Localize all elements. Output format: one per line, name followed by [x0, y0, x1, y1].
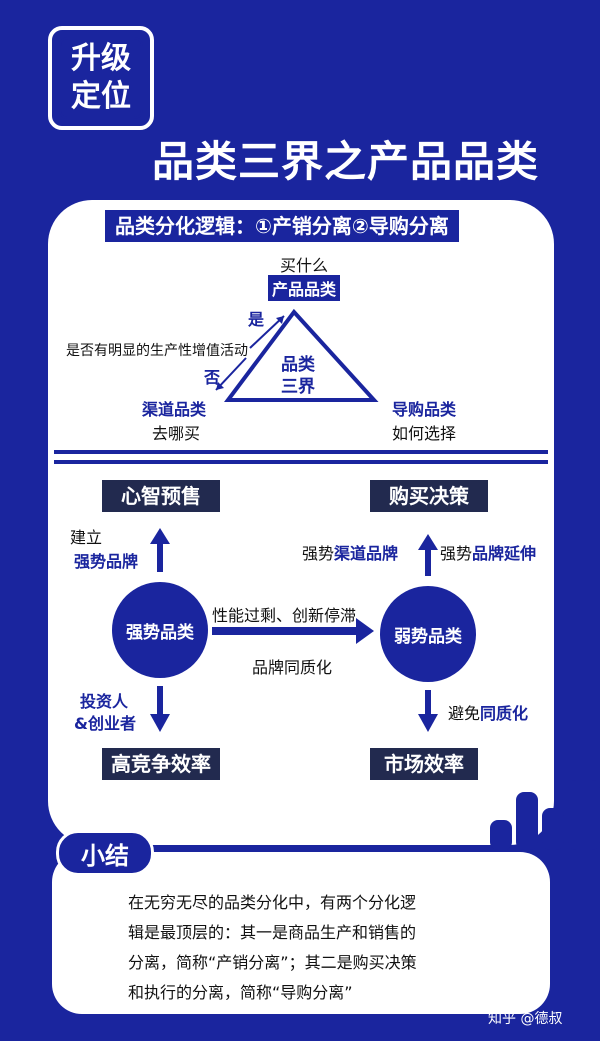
right-caption: 如何选择: [392, 424, 457, 443]
summary-tab: 小结: [56, 830, 154, 876]
main-card: [48, 200, 554, 845]
badge: 升级 定位: [48, 26, 154, 130]
left-up-head: [150, 528, 170, 544]
right-up-left-text: 强势渠道品牌: [302, 540, 398, 564]
right-up-left-prefix: 强势: [302, 544, 335, 563]
top-left-box: 心智预售: [102, 480, 220, 512]
summary-line-2: 辑是最顶层的：其一是商品生产和销售的: [128, 923, 417, 942]
right-up-shaft: [425, 548, 431, 576]
right-up-right-prefix: 强势: [440, 544, 473, 563]
question-text: 是否有明显的生产性增值活动: [66, 343, 248, 359]
left-circle: 强势品类: [112, 582, 208, 678]
left-down-line1: 投资人: [80, 692, 129, 711]
right-down-prefix: 避免: [448, 704, 481, 723]
deco-bar-2: [516, 792, 538, 850]
right-down-head: [418, 714, 438, 732]
right-up-left-highlight: 渠道品牌: [334, 544, 399, 563]
no-arrow-line: [215, 357, 247, 391]
summary-text: 在无穷无尽的品类分化中，有两个分化逻 辑是最顶层的：其一是商品生产和销售的 分离…: [128, 888, 498, 1008]
triangle-outline: [224, 308, 379, 402]
right-up-right-highlight: 品牌延伸: [472, 544, 537, 563]
yes-label: 是: [248, 310, 265, 329]
right-label: 导购品类: [392, 400, 457, 419]
top-caption: 买什么: [280, 256, 329, 275]
right-down-shaft: [425, 690, 431, 716]
deco-bar-4: [568, 780, 600, 850]
left-caption: 去哪买: [152, 424, 201, 443]
left-label: 渠道品类: [142, 400, 207, 419]
deco-bar-1: [490, 820, 512, 850]
triangle-center-line1: 品类: [281, 355, 315, 375]
summary-card: [52, 852, 550, 1014]
summary-line-4: 和执行的分离，简称“导购分离”: [128, 983, 353, 1002]
summary-line-3: 分离，简称“产销分离”；其二是购买决策: [128, 953, 417, 972]
bottom-right-box: 市场效率: [370, 748, 478, 780]
section-label: 品类分化逻辑：①产销分离②导购分离: [105, 210, 459, 242]
arrow-top-label: 性能过剩、创新停滞: [212, 606, 357, 625]
left-up-shaft: [157, 542, 163, 572]
left-up-line2: 强势品牌: [74, 552, 139, 571]
bottom-left-box: 高竞争效率: [102, 748, 220, 780]
summary-line-1: 在无穷无尽的品类分化中，有两个分化逻: [128, 893, 417, 912]
triangle-graphic: [215, 308, 379, 402]
no-label: 否: [204, 368, 221, 387]
arrow-bottom-label: 品牌同质化: [252, 658, 333, 677]
top-right-box: 购买决策: [370, 480, 488, 512]
right-down-highlight: 同质化: [480, 704, 529, 723]
right-up-head: [418, 534, 438, 550]
top-label: 产品品类: [268, 275, 341, 301]
left-down-line2: &创业者: [74, 714, 136, 733]
left-up-line1: 建立: [70, 528, 103, 547]
yes-arrow-line: [249, 315, 285, 349]
badge-inner: 升级 定位: [59, 37, 143, 119]
left-down-head: [150, 714, 170, 732]
page-title: 品类三界之产品品类: [152, 137, 540, 186]
horizontal-head: [356, 618, 374, 644]
horizontal-shaft: [212, 627, 360, 635]
triangle-center-line2: 三界: [281, 377, 315, 397]
left-down-shaft: [157, 686, 163, 716]
decorative-bars: [490, 780, 600, 850]
divider-top: [54, 450, 548, 454]
badge-line2: 定位: [71, 79, 131, 114]
yes-arrow-head: [276, 316, 284, 324]
watermark: 知乎 @德叔: [488, 1011, 563, 1027]
right-up-right-text: 强势品牌延伸: [440, 540, 536, 564]
no-arrow-head: [216, 382, 224, 390]
right-down-text: 避免同质化: [448, 700, 528, 724]
badge-line1: 升级: [71, 41, 131, 76]
deco-bar-3: [542, 808, 564, 850]
divider-bottom: [54, 460, 548, 464]
right-circle: 弱势品类: [380, 586, 476, 682]
